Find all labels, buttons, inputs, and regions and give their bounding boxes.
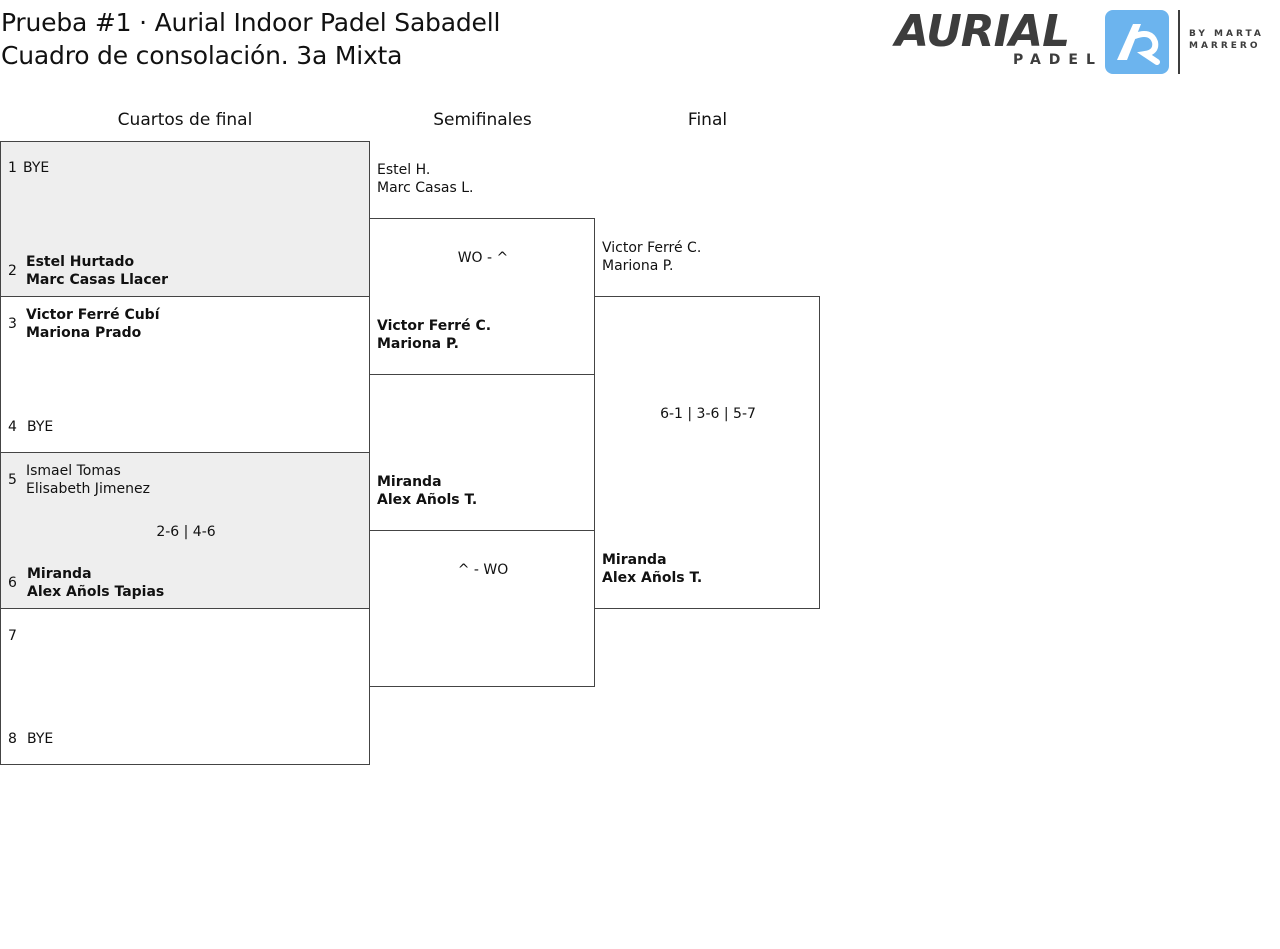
player-name: Miranda [27,566,92,582]
player-name: Miranda [377,474,442,490]
player-name: Alex Añols T. [377,492,478,508]
player-name: Elisabeth Jimenez [26,481,150,497]
round-header-final: Final [687,110,728,130]
quarterfinal-match-1[interactable]: 1 BYE 2 Estel Hurtado Marc Casas Llacer [0,141,370,297]
seed-number: 5 [8,472,17,488]
logo-byline: BY MARTA MARRERO [1189,29,1264,51]
seed-number: 4 [8,419,17,435]
seed-number: 6 [8,575,17,591]
match-score: WO - ^ [457,250,509,266]
quarterfinal-match-3[interactable]: 5 Ismael Tomas Elisabeth Jimenez 2-6 | 4… [0,452,370,609]
player-name: Marc Casas L. [377,180,474,196]
seed-number: 3 [8,316,17,332]
team-name: BYE [23,160,50,176]
quarterfinal-match-4[interactable]: 7 8 BYE [0,608,370,765]
draw-subtitle: Cuadro de consolación. 3a Mixta [1,41,403,70]
logo-badge-icon [1105,10,1169,74]
player-name: Alex Añols T. [602,570,703,586]
semifinal-match-1[interactable]: WO - ^ Victor Ferré C. Mariona P. [369,218,595,375]
match-score: ^ - WO [457,562,509,578]
player-name: Mariona Prado [26,325,142,341]
seed-number: 1 [8,160,17,176]
team-name: BYE [27,419,54,435]
player-name: Victor Ferré C. [602,240,702,256]
round-header-quarterfinals: Cuartos de final [117,110,253,130]
player-name: Estel H. [377,162,431,178]
semifinal-match-2[interactable]: ^ - WO [369,530,595,687]
tournament-title: Prueba #1 · Aurial Indoor Padel Sabadell [1,8,501,37]
logo-subtitle: PADEL [1013,52,1103,68]
player-name: Victor Ferré Cubí [26,307,160,323]
player-name: Victor Ferré C. [377,318,492,334]
aurial-padel-logo: AURIAL PADEL BY MARTA MARRERO [895,8,1275,76]
round-header-semifinals: Semifinales [433,110,532,130]
seed-number: 8 [8,731,17,747]
player-name: Alex Añols Tapias [27,584,165,600]
seed-number: 7 [8,628,17,644]
player-name: Mariona P. [377,336,459,352]
player-name: Estel Hurtado [26,254,135,270]
page-title: Prueba #1 · Aurial Indoor Padel Sabadell… [1,6,500,72]
player-name: Marc Casas Llacer [26,272,169,288]
player-name: Miranda [602,552,667,568]
match-score: 6-1 | 3-6 | 5-7 [660,406,756,422]
seed-number: 2 [8,263,17,279]
quarterfinal-match-2[interactable]: 3 Victor Ferré Cubí Mariona Prado 4 BYE [0,296,370,453]
logo-wordmark: AURIAL [895,6,1070,57]
final-match[interactable]: 6-1 | 3-6 | 5-7 Miranda Alex Añols T. [594,296,820,609]
logo-divider [1178,10,1180,74]
team-name: BYE [27,731,54,747]
player-name: Ismael Tomas [26,463,121,479]
match-score: 2-6 | 4-6 [156,524,216,540]
player-name: Mariona P. [602,258,674,274]
